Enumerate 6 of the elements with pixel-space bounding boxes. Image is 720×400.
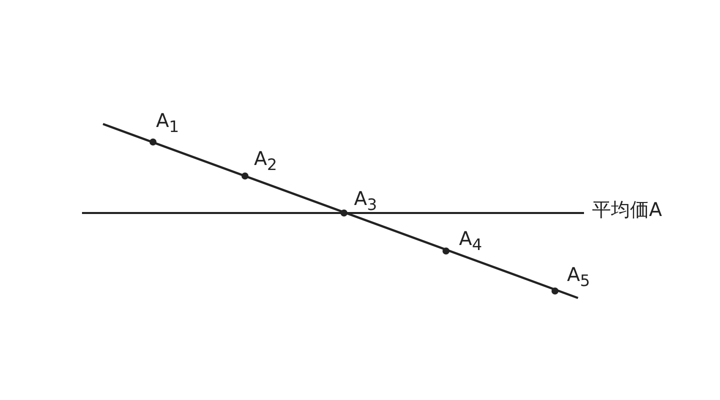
line-label: 平均価A bbox=[592, 201, 662, 220]
point-label: A$_{2}$ bbox=[254, 150, 278, 173]
point-label: A$_{4}$ bbox=[459, 230, 482, 253]
point-label: A$_{5}$ bbox=[567, 266, 590, 289]
point-label: A$_{1}$ bbox=[156, 112, 180, 135]
point-label: A$_{3}$ bbox=[354, 190, 378, 213]
